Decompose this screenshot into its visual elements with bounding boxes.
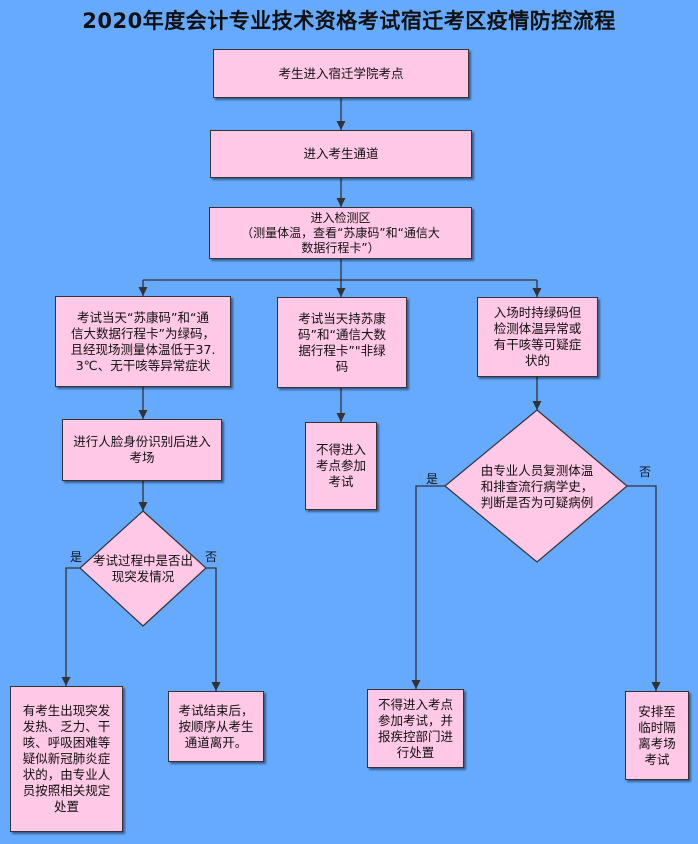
arrow-suspect-no [627, 485, 661, 691]
label-yes-suspect: 是 [426, 472, 439, 486]
node-enter-site: 考生进入宿迁学院考点 [213, 49, 469, 98]
decision-suspect-shape [444, 409, 628, 563]
label-no-suspect: 否 [639, 465, 652, 479]
arrow-emergency-no [206, 567, 221, 691]
node-green-normal: 考试当天“苏康码”和“通 信大数据行程卡”为绿码， 且经现场测量体温低于37. … [55, 296, 231, 387]
node-report-cdc: 不得进入考点 参加考试，并 报疾控部门进 行处置 [367, 689, 464, 768]
node-isolation-room: 安排至 临时隔 离考场 考试 [625, 691, 689, 780]
page-title: 2020年度会计专业技术资格考试宿迁考区疫情防控流程 [82, 9, 616, 33]
decision-emergency-shape [79, 510, 207, 627]
label-yes-emergency: 是 [70, 550, 83, 564]
decision-suspect-text: 由专业人员复测体温 和排查流行病学史， 判断是否为可疑病例 [480, 463, 594, 510]
arrow-emergency-yes [61, 567, 80, 686]
node-check-zone: 进入检测区 （测量体温，查看“苏康码”和“通信大 数据行程卡”） [209, 207, 472, 259]
node-no-entry: 不得进入 考点参加 考试 [305, 422, 377, 510]
node-exam-end: 考试结束后， 按顺序从考生 通道离开。 [168, 691, 264, 762]
decision-emergency-text: 考试过程中是否出 现突发情况 [92, 553, 193, 584]
label-no-emergency: 否 [205, 550, 218, 564]
node-face-id: 进行人脸身份识别后进入 考场 [62, 419, 222, 481]
node-non-green: 考试当天持苏康 码”和“通信大数 据行程卡”"非绿 码 [277, 297, 407, 388]
node-emergency-yes: 有考生出现突发 发热、乏力、干 咳、呼吸困难等 疑似新冠肺炎症 状的，由专业人 … [10, 686, 123, 832]
arrow-suspect-yes [411, 485, 445, 689]
node-enter-channel: 进入考生通道 [210, 130, 472, 178]
node-green-abnormal: 入场时持绿码但 检测体温异常或 有干咳等可疑症 状的 [477, 297, 598, 377]
